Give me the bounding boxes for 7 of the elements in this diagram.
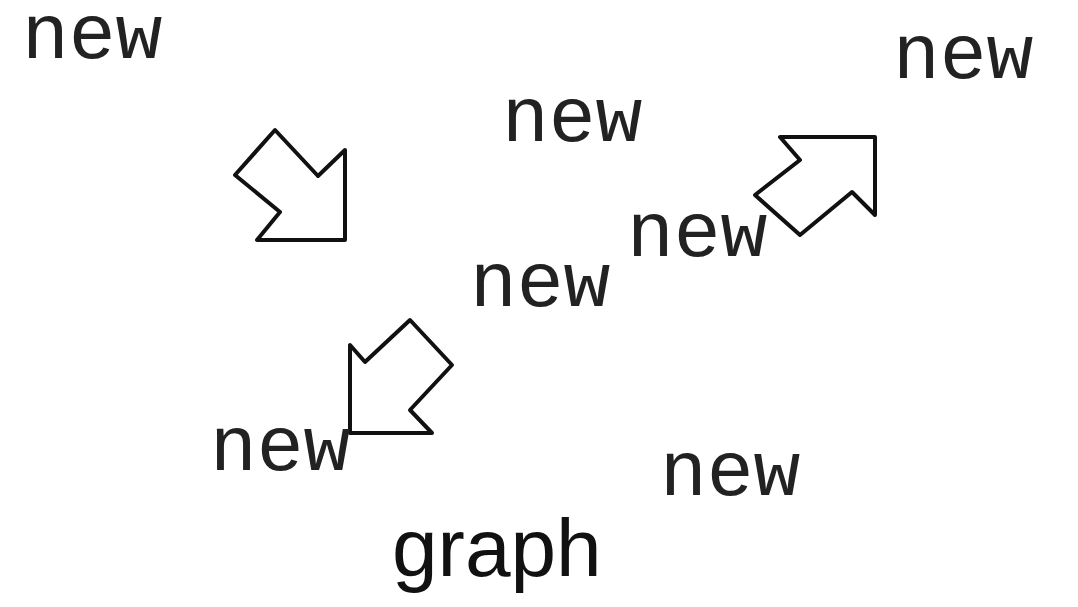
- word-label: new: [893, 18, 1034, 96]
- word-label: new: [660, 435, 801, 513]
- word-label: new: [22, 0, 163, 76]
- word-label: new: [502, 81, 643, 159]
- word-label: new: [470, 246, 611, 324]
- word-label: new: [210, 410, 351, 488]
- word-label: new: [627, 196, 768, 274]
